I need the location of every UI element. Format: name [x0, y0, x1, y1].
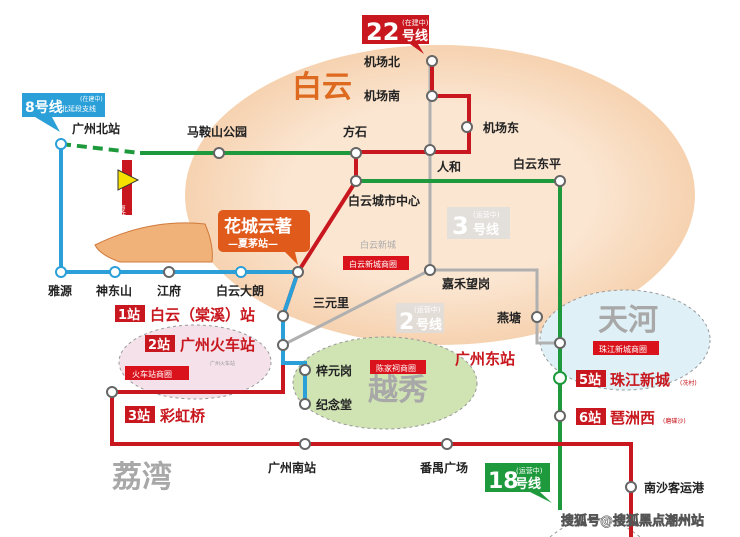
- svg-text:(在建中): (在建中): [402, 18, 429, 27]
- train-image: [94, 222, 213, 263]
- zone-tags: 火车站商圈 广州火车站 陈家祠商圈 珠江新城商圈 白云新城 白云新城商圈: [125, 239, 659, 380]
- baiyun-zone: [185, 45, 695, 345]
- station-jcbei: 机场北: [364, 54, 400, 69]
- badge-line8: 8号线 北延段支线 (在建中): [22, 93, 105, 132]
- svg-text:陈家祠商圈: 陈家祠商圈: [376, 363, 416, 373]
- svg-text:(运营中): (运营中): [473, 210, 500, 219]
- district-liwan: 荔湾: [112, 460, 172, 495]
- svg-text:8号线: 8号线: [25, 99, 63, 116]
- svg-text:白云新城: 白云新城: [360, 239, 396, 251]
- xiamao-vertical-label: 夏茅站: [118, 205, 127, 230]
- station-nansha: 南沙客运港: [644, 480, 705, 495]
- svg-text:18: 18: [488, 469, 519, 494]
- badge-line2: 2 号线 (运营中): [396, 303, 444, 335]
- station-fangshi: 方石: [343, 124, 367, 139]
- svg-text:(磨碟沙): (磨碟沙): [663, 417, 686, 425]
- svg-text:2: 2: [399, 310, 414, 335]
- station-renhe: 人和: [437, 159, 461, 174]
- station-ziyuangang: 梓元岗: [316, 363, 352, 378]
- station-maanshan: 马鞍山公园: [187, 124, 247, 139]
- station-bydalang: 白云大朗: [216, 283, 264, 298]
- badge-line22: 22 号线 (在建中): [362, 15, 429, 54]
- svg-text:火车站商圈: 火车站商圈: [132, 369, 172, 379]
- tianhe-zone: [539, 289, 711, 391]
- project-badge: 花城云著 —夏茅站—: [218, 210, 310, 265]
- svg-text:3站: 3站: [128, 408, 150, 424]
- station-jcdong: 机场东: [483, 120, 519, 135]
- badge-line18: 18 号线 (运营中): [485, 463, 552, 503]
- station-yayuan: 雅源: [47, 283, 72, 298]
- svg-text:号线: 号线: [402, 28, 428, 44]
- line-3: [282, 61, 560, 347]
- svg-text:号线: 号线: [473, 222, 499, 238]
- station-yantang: 燕塘: [497, 310, 521, 325]
- station-bycity: 白云城市中心: [348, 193, 420, 208]
- project-name: 花城云著: [224, 216, 292, 237]
- bottom-circle: [549, 518, 641, 537]
- station-bydongping: 白云东平: [513, 156, 561, 171]
- location-arrow-icon: [117, 169, 140, 191]
- station-shendongshan: 神东山: [96, 283, 132, 298]
- svg-text:(冼村): (冼村): [680, 379, 697, 387]
- svg-text:白云新城商圈: 白云新城商圈: [349, 259, 397, 269]
- svg-text:(运营中): (运营中): [516, 466, 543, 475]
- station-jcnan: 机场南: [364, 88, 400, 103]
- svg-text:广州火车站: 广州火车站: [180, 336, 255, 354]
- station-jiniantang: 纪念堂: [316, 397, 352, 412]
- svg-text:白云（棠溪）站: 白云（棠溪）站: [150, 306, 255, 324]
- stop-list: 1站 白云（棠溪）站 2站 广州火车站 3站 彩虹桥 5站 珠江新城 (冼村) …: [115, 305, 697, 427]
- svg-text:2站: 2站: [148, 337, 170, 353]
- district-baiyun: 白云: [292, 70, 352, 105]
- svg-text:琶洲西: 琶洲西: [610, 409, 655, 427]
- station-jiahe: 嘉禾望岗: [441, 276, 490, 291]
- station-markers: [55, 55, 637, 493]
- station-gzdong: 广州东站: [455, 350, 515, 368]
- watermark: 搜狐号@搜狐黑点潮州站: [561, 513, 704, 529]
- svg-text:1站: 1站: [118, 307, 140, 323]
- station-gzbei: 广州北站: [72, 121, 120, 136]
- project-station: —夏茅站—: [228, 237, 278, 250]
- station-gznan: 广州南站: [268, 460, 316, 475]
- svg-text:(在建中): (在建中): [80, 95, 103, 103]
- station-panyu: 番禺广场: [419, 460, 468, 475]
- svg-text:彩虹桥: 彩虹桥: [159, 407, 206, 425]
- svg-text:珠江新城: 珠江新城: [610, 371, 670, 389]
- badge-line3: 3 号线 (运营中): [447, 207, 510, 240]
- svg-text:5站: 5站: [579, 372, 601, 388]
- station-labels: 广州北站 马鞍山公园 方石 机场北 机场南 机场东 人和 白云东平 白云城市中心…: [47, 54, 705, 495]
- svg-text:6站: 6站: [579, 410, 601, 426]
- svg-text:号线: 号线: [416, 317, 442, 333]
- svg-text:3: 3: [452, 212, 469, 240]
- svg-text:22: 22: [366, 18, 399, 46]
- station-sanyuanli: 三元里: [313, 295, 349, 310]
- svg-text:广州火车站: 广州火车站: [210, 360, 235, 367]
- svg-text:珠江新城商圈: 珠江新城商圈: [599, 344, 647, 354]
- svg-text:(运营中): (运营中): [414, 305, 441, 314]
- district-yuexiu: 越秀: [368, 373, 428, 408]
- district-tianhe: 天河: [598, 303, 658, 338]
- yuexiu-zone: [292, 336, 478, 430]
- station-jiangfu: 江府: [157, 283, 181, 298]
- svg-text:号线: 号线: [515, 476, 541, 492]
- svg-text:北延段支线: 北延段支线: [61, 104, 96, 113]
